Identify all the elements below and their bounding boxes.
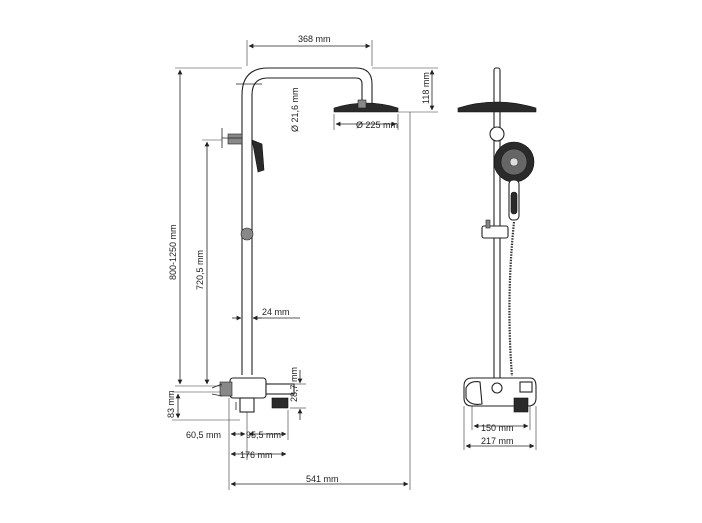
- dim-mount-150: 150 mm: [481, 423, 514, 433]
- mixer-outlet: [239, 397, 255, 413]
- front-slider: [481, 225, 509, 239]
- dim-rail-diameter: 24 mm: [262, 307, 290, 317]
- side-view: [211, 67, 399, 413]
- dim-arm-width: 368 mm: [298, 34, 331, 44]
- mixer-body: [229, 377, 267, 399]
- mixer-wall-mount: [219, 381, 233, 397]
- dim-mount-217: 217 mm: [481, 436, 514, 446]
- dim-lines: [172, 40, 438, 490]
- dim-pipe-diameter: Ø 21,6 mm: [290, 87, 300, 132]
- shower-hose: [508, 221, 516, 377]
- dim-total-width: 541 mm: [306, 474, 339, 484]
- valve-body: [227, 133, 243, 145]
- dim-mixer-height: 28,7 mm: [289, 367, 299, 402]
- dim-head-diameter: Ø 225 mm: [356, 120, 398, 130]
- slider-knob: [240, 227, 254, 241]
- front-rain-head: [457, 101, 537, 113]
- shower-head-joint: [357, 99, 367, 109]
- dim-176: 176 mm: [240, 450, 273, 460]
- front-spout: [513, 397, 529, 413]
- top-arm-inner: [251, 77, 363, 104]
- dim-total-height: 800-1250 mm: [168, 224, 178, 280]
- dim-95-5: 95,5 mm: [246, 430, 281, 440]
- front-ring: [489, 126, 505, 142]
- front-top-stem: [493, 67, 501, 105]
- dim-base-height: 83 mm: [166, 390, 176, 418]
- front-view: [457, 67, 537, 413]
- front-dim-lines: [463, 406, 537, 450]
- hand-shower-side: [251, 139, 265, 173]
- dim-60-5: 60,5 mm: [186, 430, 221, 440]
- dim-head-height: 118 mm: [421, 72, 431, 104]
- dim-rail-height: 720,5 mm: [195, 250, 205, 290]
- mixer-lever: [265, 383, 295, 395]
- front-diverter: [491, 382, 503, 394]
- spout: [271, 397, 289, 409]
